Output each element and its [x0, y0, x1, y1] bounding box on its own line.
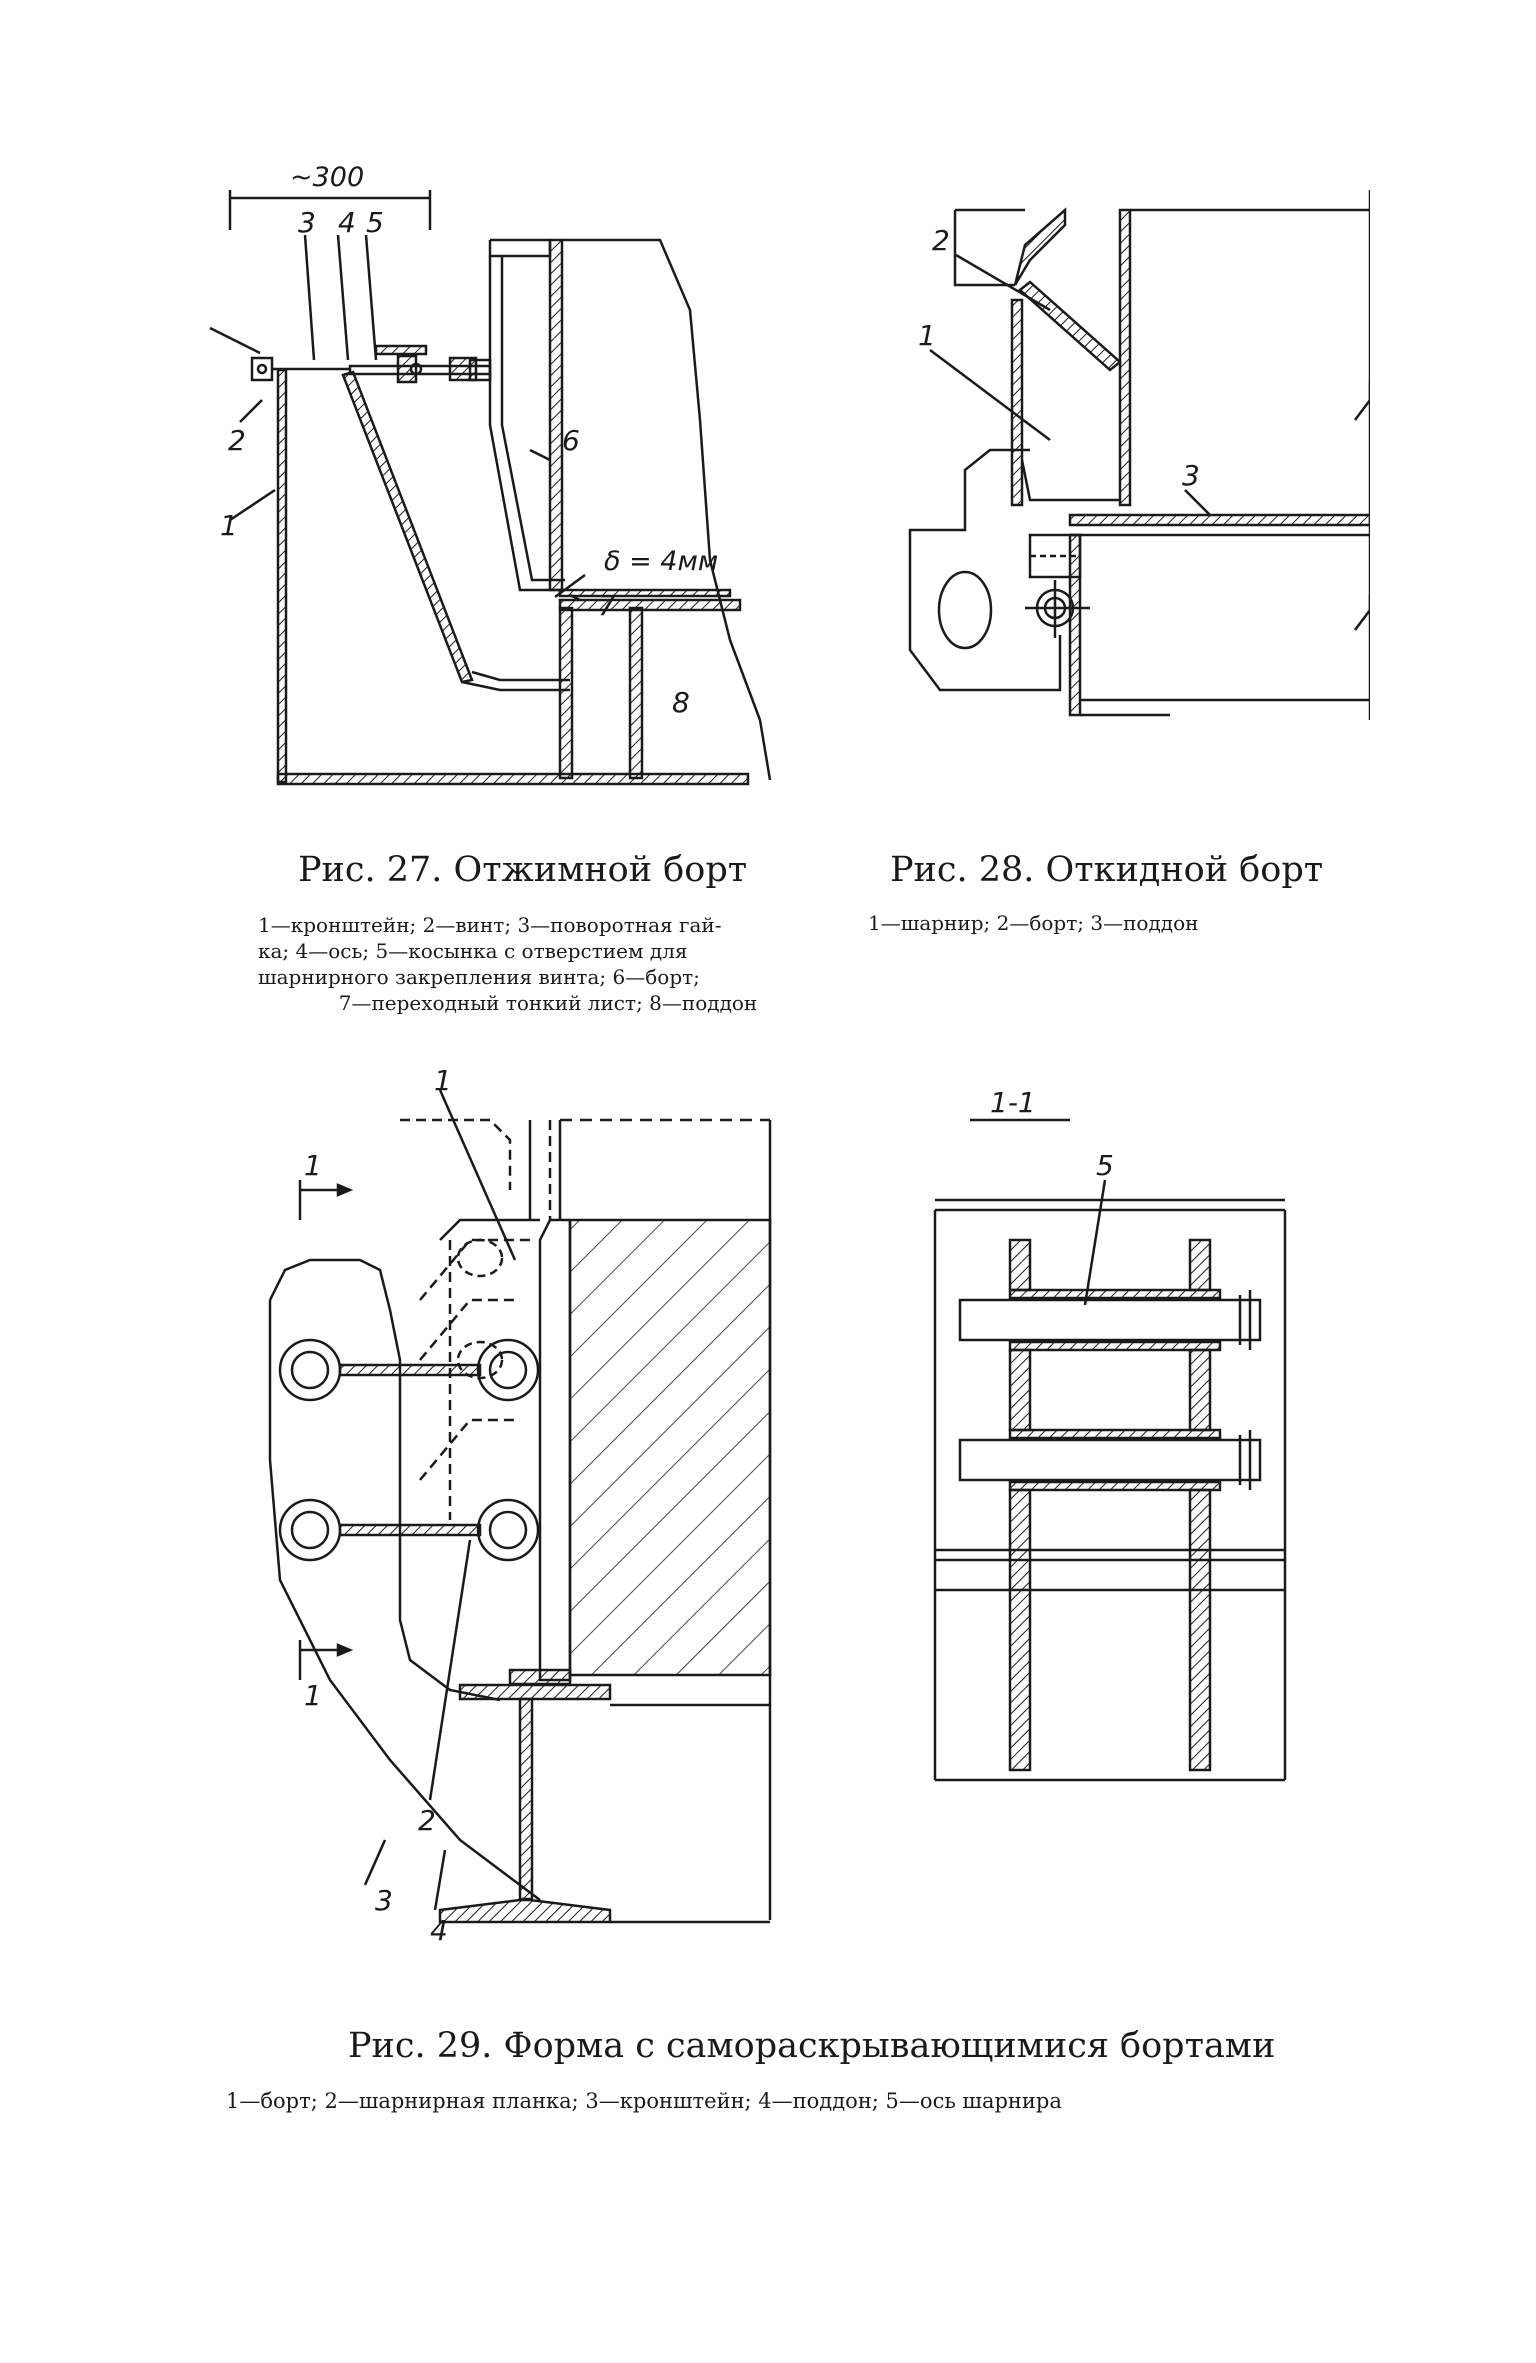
fig27-callout-3: 3 — [298, 206, 316, 239]
fig29-section-mark-top: 1 — [304, 1149, 322, 1182]
fig27-callout-2: 2 — [228, 424, 246, 457]
fig29-legend: 1—борт; 2—шарнирная планка; 3—кронштейн;… — [226, 2089, 1062, 2113]
fig29-callout-4: 4 — [430, 1914, 448, 1947]
fig27-legend-line: 7—переходный тонкий лист; 8—поддон — [338, 991, 758, 1015]
figure-27-drawing: ~300 3 4 5 2 1 6 δ = 4мм 7 8 — [200, 160, 850, 800]
fig27-callout-1: 1 — [220, 509, 238, 542]
fig27-callout-7: 7 — [598, 589, 616, 622]
fig29-title: Рис. 29. Форма с самораскрывающимися бор… — [348, 2026, 1276, 2066]
fig29-callout-3: 3 — [375, 1884, 393, 1917]
fig28-callout-2: 2 — [932, 224, 950, 257]
fig28-legend: 1—шарнир; 2—борт; 3—поддон — [868, 911, 1199, 935]
figure-29-drawing: 1 1 1 2 3 4 — [230, 1060, 810, 1980]
fig29-callout-2: 2 — [418, 1804, 436, 1837]
fig27-legend-line: шарнирного закрепления винта; 6—борт; — [258, 965, 700, 989]
fig27-thickness: δ = 4мм — [604, 546, 718, 577]
fig27-callout-6: 6 — [562, 424, 580, 457]
fig27-dimension: ~300 — [290, 162, 364, 193]
fig27-legend-line: ка; 4—ось; 5—косынка с отверстием для — [258, 939, 688, 963]
fig27-callout-8: 8 — [672, 686, 690, 719]
section-1-1-drawing: 1-1 5 — [920, 1080, 1300, 1800]
fig28-callout-1: 1 — [918, 319, 936, 352]
section-label: 1-1 — [990, 1086, 1036, 1119]
fig27-legend-line: 1—кронштейн; 2—винт; 3—поворотная гай- — [258, 913, 722, 937]
section-callout-5: 5 — [1096, 1149, 1114, 1182]
fig28-title: Рис. 28. Откидной борт — [890, 850, 1324, 890]
fig27-legend: 1—кронштейн; 2—винт; 3—поворотная гай- к… — [258, 912, 838, 1016]
fig27-title: Рис. 27. Отжимной борт — [298, 850, 748, 890]
fig28-callout-3: 3 — [1182, 459, 1200, 492]
figure-28-drawing: 2 1 3 — [890, 190, 1370, 730]
fig27-callout-4: 4 — [338, 206, 356, 239]
fig29-callout-1: 1 — [434, 1064, 452, 1097]
fig29-section-mark-bottom: 1 — [304, 1679, 322, 1712]
fig27-callout-5: 5 — [366, 206, 384, 239]
